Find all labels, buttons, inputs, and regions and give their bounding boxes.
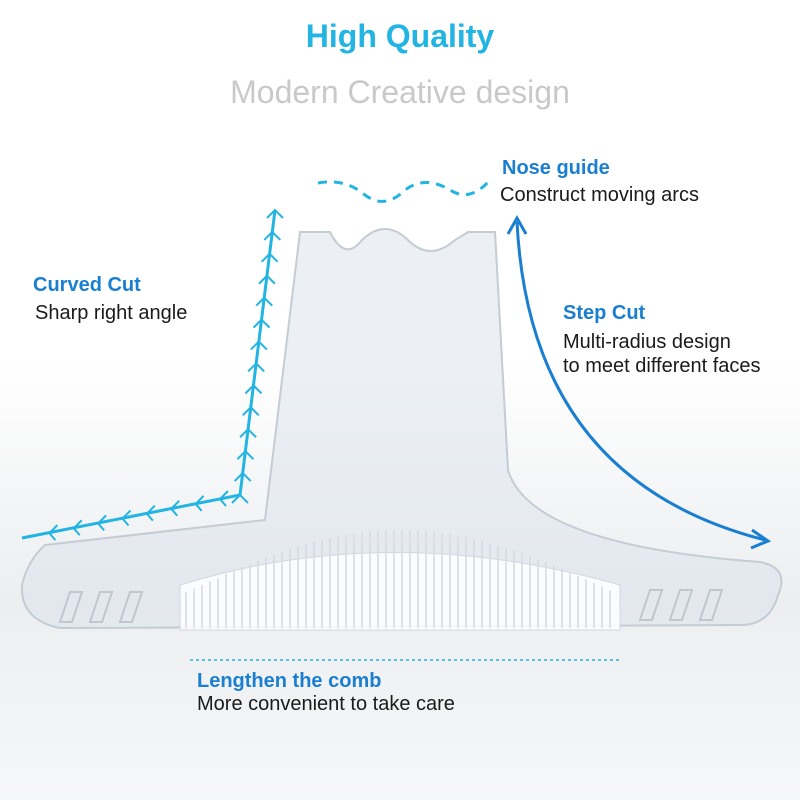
- chevron-up-icon: [266, 208, 284, 219]
- chevron-up-icon: [247, 362, 265, 373]
- chevron-up-icon: [239, 427, 257, 438]
- chevron-left-icon: [72, 519, 83, 536]
- chevron-up-icon: [236, 449, 255, 460]
- nose-guide-dashed-line: [317, 179, 492, 203]
- chevron-up-icon: [255, 296, 273, 307]
- arrowhead-icon: [506, 214, 528, 235]
- comb-slot: [88, 591, 114, 623]
- step-cut-desc-2: to meet different faces: [563, 355, 761, 377]
- chevron-left-icon: [218, 490, 229, 507]
- curved-cut-label: Curved Cut: [33, 274, 141, 296]
- chevron-up-icon: [244, 383, 263, 395]
- chevron-up-icon: [252, 318, 271, 329]
- step-cut-desc-1: Multi-radius design: [563, 331, 731, 353]
- comb-slot: [698, 589, 724, 621]
- chevron-left-icon: [48, 524, 59, 541]
- chevron-up-icon: [242, 405, 260, 417]
- comb-slot: [58, 591, 84, 623]
- chevron-up-icon: [258, 274, 276, 285]
- chevron-up-icon: [250, 340, 268, 351]
- curved-cut-desc: Sharp right angle: [35, 302, 188, 324]
- chevron-left-icon: [145, 504, 156, 522]
- chevron-up-icon: [233, 471, 252, 482]
- chevron-up-icon: [231, 493, 249, 504]
- nose-guide-label: Nose guide: [502, 157, 610, 179]
- page-subtitle: Modern Creative design: [230, 74, 570, 110]
- page-title: High Quality: [305, 18, 495, 54]
- chevron-up-icon: [263, 230, 282, 241]
- arrowhead-icon: [750, 528, 772, 550]
- comb-body: [20, 228, 783, 630]
- chevron-up-icon: [260, 252, 279, 263]
- comb-slot: [668, 589, 694, 621]
- chevron-left-icon: [194, 495, 205, 512]
- step-cut-arrow: [515, 221, 766, 542]
- step-cut-label: Step Cut: [563, 302, 646, 324]
- chevron-left-icon: [169, 500, 180, 517]
- chevron-left-icon: [96, 514, 107, 532]
- comb-desc: More convenient to take care: [197, 693, 455, 715]
- curved-cut-arrow: [21, 209, 277, 540]
- comb-slot: [638, 589, 664, 621]
- chevron-left-icon: [121, 509, 132, 527]
- comb-label: Lengthen the comb: [197, 670, 382, 692]
- nose-guide-desc: Construct moving arcs: [500, 184, 699, 206]
- comb-slot: [118, 591, 144, 623]
